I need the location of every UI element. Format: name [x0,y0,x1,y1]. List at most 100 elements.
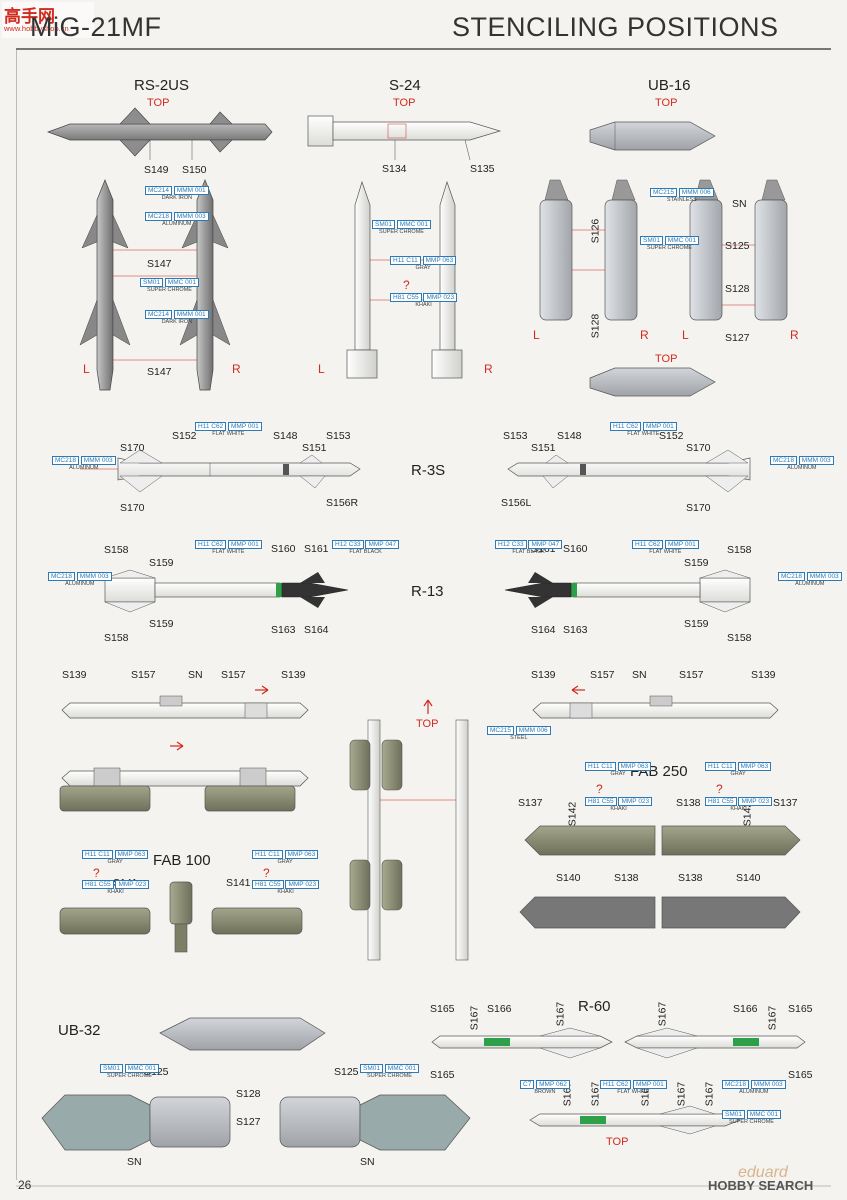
watermark-cn: 高手网 [4,7,55,26]
r60-missiles [431,1027,806,1135]
paint-name: GRAY [415,265,431,271]
paint-name: KHAKI [277,889,294,895]
paint-code: H81 C55 [390,293,422,302]
label-s161-l: S161 [304,543,329,555]
r13-left [104,569,349,613]
question-mark-fab100-r: ? [263,866,270,880]
source-watermark: HOBBY SEARCH [708,1178,814,1193]
paint-code: SM01 [140,278,163,287]
label-s158-r-bot: S158 [727,632,752,644]
paint-line: MMP 023 [115,880,150,889]
label-s128-b: S128 [589,313,602,339]
label-s138-r2: S138 [678,872,703,884]
label-s150: S150 [182,164,207,176]
top-label-r60: TOP [606,1136,629,1148]
paint-code: H11 C62 [632,540,664,549]
top-label-ub16-2: TOP [655,353,678,365]
label-s158-l-top: S158 [104,544,129,556]
label-s147-a: S147 [147,258,172,270]
label-s158-l-bot: S158 [104,632,129,644]
label-s167-l: S167 [468,1005,481,1031]
paint-line: MMM 006 [678,188,714,197]
question-mark-fab100-l: ? [93,866,100,880]
paint-code: H12 C33 [495,540,527,549]
paint-name: FLAT BLACK [512,549,545,555]
label-s167-r: S167 [766,1005,779,1031]
top-label-s24: TOP [393,97,416,109]
paint-flat-white-r13-r: H11 C62 MMP 001 FLAT WHITE [632,540,699,556]
label-s167-r2: S167 [656,1001,669,1027]
paint-line: MMP 063 [422,256,457,265]
label-s157-l-a: S157 [131,669,156,681]
section-r3s: R-3S [411,462,446,479]
paint-flat-white-r3s-r: H11 C62 MMP 001 FLAT WHITE [610,422,677,438]
label-sn-l: SN [188,669,203,681]
paint-line: MMM 003 [80,456,116,465]
section-ub16: UB-16 [648,77,691,94]
paint-code: H11 C11 [705,762,736,771]
label-s127: S127 [725,332,750,344]
paint-name: GRAY [277,859,293,865]
label-s127-ub32: S127 [236,1116,261,1128]
label-s170-l-top: S170 [120,442,145,454]
rack-vertical [349,699,469,961]
paint-gray-s24: H11 C11 MMP 063 GRAY [390,256,457,272]
paint-aluminum-r13-l: MC218 MMM 003 ALUMINUM [48,572,112,588]
paint-line: MMC 001 [746,1110,781,1119]
paint-code: SM01 [640,236,663,245]
paint-line: MMM 001 [173,310,209,319]
label-s157-r-b: S157 [679,669,704,681]
paint-line: MMP 047 [365,540,400,549]
paint-flat-white-r60: H11 C62 MMP 001 FLAT WHITE [600,1080,667,1096]
label-s160-r: S160 [563,543,588,555]
top-label-rack: TOP [416,718,439,730]
section-rs2us: RS-2US [134,77,190,94]
paint-line: MMP 063 [114,850,149,859]
paint-line: MMM 003 [806,572,842,581]
paint-khaki-fab250-r: H81 C55 MMP 023 KHAKI [705,797,773,813]
paint-super-chrome-s24: SM01 MMC 001 SUPER CHROME [372,220,431,236]
paint-super-chrome-ub32-r: SM01 MMC 001 SUPER CHROME [360,1064,419,1080]
paint-code: MC215 [487,726,514,735]
paint-line: MMM 003 [76,572,112,581]
top-label-ub16: TOP [655,97,678,109]
ub16-top-view-2 [589,367,716,397]
paint-name: ALUMINUM [739,1089,769,1095]
label-s165-l-top: S165 [430,1003,455,1015]
section-fab100: FAB 100 [153,852,211,869]
paint-code: MC218 [145,212,172,221]
label-s139-l-b: S139 [281,669,306,681]
paint-name: DARK IRON [161,319,193,325]
watermark-logo: 高手网 www.hobbyshop.cn [0,0,96,40]
label-s153-r: S153 [503,430,528,442]
label-s125: S125 [725,240,750,252]
paint-gray-fab250-l: H11 C11 MMP 063 GRAY [585,762,652,778]
paint-name: FLAT BLACK [349,549,382,555]
label-s148-l: S148 [273,430,298,442]
paint-code: H11 C11 [82,850,113,859]
paint-line: MMM 003 [798,456,834,465]
label-s167-b4: S167 [675,1081,688,1107]
paint-code: MC218 [778,572,805,581]
paint-name: ALUMINUM [787,465,817,471]
label-s137-r: S137 [773,797,798,809]
paint-super-chrome-ub16: SM01 MMC 001 SUPER CHROME [640,236,699,252]
paint-name: FLAT WHITE [627,431,660,437]
paint-line: MMP 023 [618,797,653,806]
question-mark-fab250-l: ? [596,782,603,796]
label-s139-r-b: S139 [751,669,776,681]
right-label-s24: R [484,362,493,376]
label-s165-l-bot: S165 [430,1069,455,1081]
paint-dark-iron-2: MC214 MMM 001 DARK IRON [145,310,209,326]
ub16-side-views [539,179,788,321]
paint-name: DARK IRON [161,195,193,201]
paint-code: MC214 [145,186,172,195]
question-mark-s24: ? [403,278,410,292]
label-s141-r: S141 [226,877,251,889]
paint-line: MMP 023 [738,797,773,806]
label-s170-r-top: S170 [686,442,711,454]
label-sn-ub32-l: SN [127,1156,142,1168]
paint-code: H11 C11 [585,762,616,771]
label-s157-l-b: S157 [221,669,246,681]
